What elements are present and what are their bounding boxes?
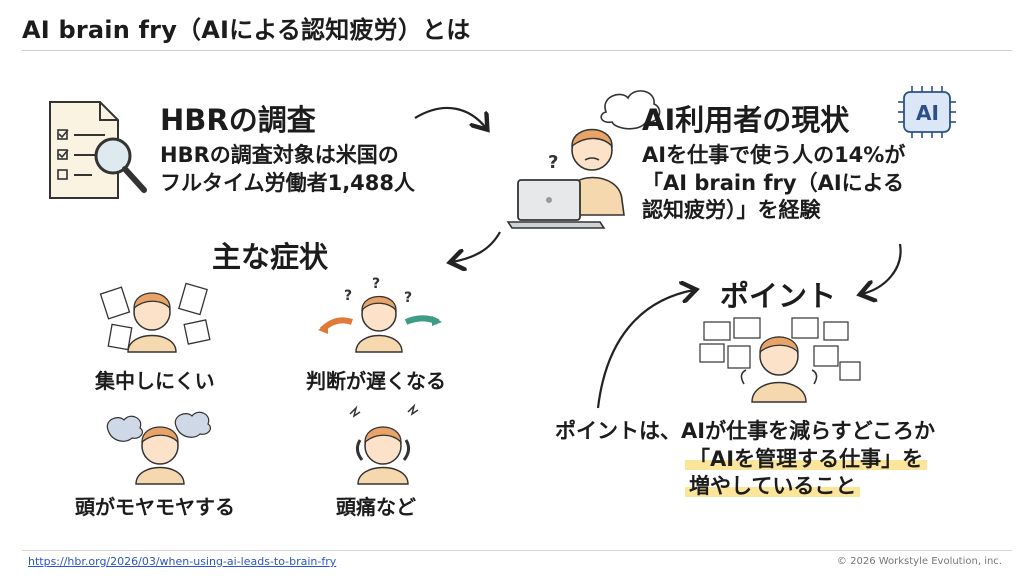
source-link[interactable]: https://hbr.org/2026/03/when-using-ai-le… xyxy=(28,555,337,568)
hbr-heading: HBRの調査 xyxy=(160,103,316,137)
svg-text:?: ? xyxy=(344,288,352,304)
point-description: ポイントは、AIが仕事を減らすどころか 「AIを管理する仕事」を 増やしているこ… xyxy=(555,418,935,501)
page-title: AI brain fry（AIによる認知疲労）とは xyxy=(22,16,471,44)
document-search-icon xyxy=(49,101,147,199)
point-line-2: 「AIを管理する仕事」を xyxy=(685,446,928,471)
ai-users-heading: AI利用者の現状 xyxy=(642,103,850,137)
svg-text:?: ? xyxy=(548,152,558,173)
symptom-label: 頭がモヤモヤする xyxy=(75,495,235,519)
ai-chip-label: AI xyxy=(916,101,939,125)
hbr-description: HBRの調査対象は米国の フルタイム労働者1,488人 xyxy=(160,142,415,197)
point-heading: ポイント xyxy=(720,279,837,313)
ai-chip-icon xyxy=(898,86,956,138)
confused-person-icon xyxy=(106,411,212,485)
hbr-line-2: フルタイム労働者1,488人 xyxy=(160,170,416,195)
laptop-person-icon xyxy=(506,128,625,229)
confused-person-icon: ? ? ? xyxy=(318,276,442,353)
confused-person-icon xyxy=(349,403,419,485)
ai-users-line-3: 認知疲労）」を経験 xyxy=(642,198,821,223)
symptom-label: 判断が遅くなる xyxy=(306,369,446,393)
hbr-line-1: HBRの調査対象は米国の xyxy=(160,143,399,167)
point-line-3: 増やしていること xyxy=(685,474,861,499)
copyright: © 2026 Workstyle Evolution, inc. xyxy=(836,556,1002,567)
symptom-label: 頭痛など xyxy=(336,495,416,519)
ai-users-description: AIを仕事で使う人の14%が 「AI brain fry（AIによる 認知疲労）… xyxy=(642,142,905,225)
title-divider xyxy=(22,50,1012,51)
footer-divider xyxy=(22,550,1012,551)
svg-text:?: ? xyxy=(372,276,380,292)
confused-person-icon xyxy=(99,282,211,353)
symptoms-heading: 主な症状 xyxy=(212,240,329,274)
point-line-1: ポイントは、AIが仕事を減らすどころか xyxy=(555,419,936,443)
ai-users-line-2: 「AI brain fry（AIによる xyxy=(642,170,905,195)
dashboard-person-icon xyxy=(699,317,861,403)
symptom-label: 集中しにくい xyxy=(95,369,215,393)
ai-users-line-1: AIを仕事で使う人の14%が xyxy=(642,143,906,167)
svg-text:?: ? xyxy=(404,290,412,306)
